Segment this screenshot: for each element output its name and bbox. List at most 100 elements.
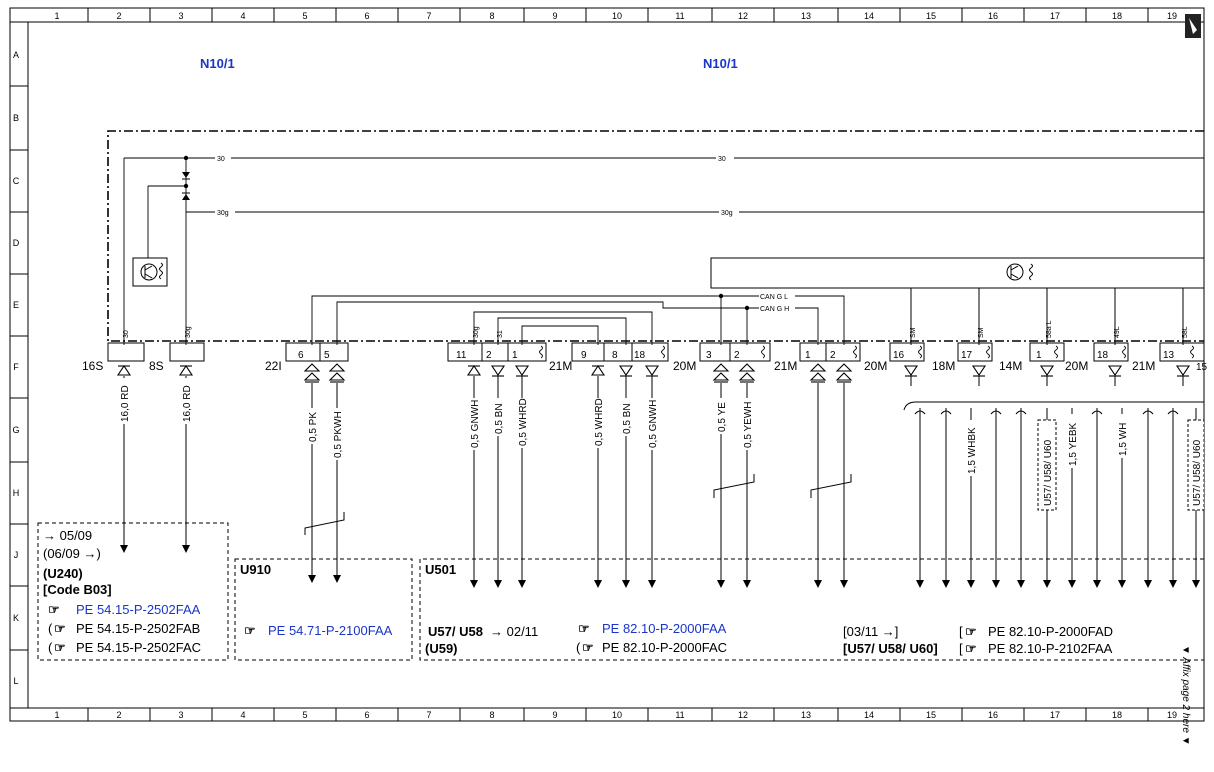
internal-bus [123, 157, 1204, 345]
col-label: 1 [54, 11, 59, 21]
note-line: [U57/ U58/ U60] [843, 641, 938, 656]
col-label: 17 [1050, 710, 1060, 720]
note-line: (U240) [43, 566, 83, 581]
col-label: 17 [1050, 11, 1060, 21]
bus-label-30: 30 [217, 156, 225, 163]
col-label: 11 [675, 11, 684, 21]
connector-names: 16S 8S 22I 21M 20M 21M 20M 18M 14M 20M 2… [82, 359, 1155, 373]
hand-icon: ☞ [965, 624, 977, 639]
row-labels: A B C D E F G H J K L [12, 50, 19, 686]
note-title: U501 [425, 562, 456, 577]
wire-label: 16,0 RD [182, 385, 193, 422]
col-label: 10 [612, 710, 622, 720]
ref-link[interactable]: PE 82.10-P-2102FAA [988, 641, 1113, 656]
ref-link[interactable]: PE 54.71-P-2100FAA [268, 623, 393, 638]
note-left: → 05/09 (06/09 →) (U240) [Code B03] ☞ PE… [43, 528, 201, 655]
connector-dividers [319, 343, 827, 361]
diode-icon [182, 172, 190, 200]
bus-label-can-l: CAN G L [760, 294, 788, 301]
col-label: 18 [1112, 710, 1122, 720]
ref-link[interactable]: PE 54.15-P-2502FAA [76, 602, 201, 617]
variant-tag: U57/ U58/ U60 [1043, 439, 1054, 506]
col-label: 16 [988, 11, 998, 21]
col-label: 5 [302, 710, 307, 720]
col-label: 4 [240, 710, 245, 720]
connector-label: 22I [265, 359, 282, 373]
hand-icon: ☞ [582, 640, 594, 655]
pin-signal: 30 [123, 330, 130, 338]
bus-label-30: 30 [718, 156, 726, 163]
resistor-icons [539, 345, 1194, 359]
col-label: 1 [54, 710, 59, 720]
hand-icon: ☞ [965, 641, 977, 656]
col-label: 18 [1112, 11, 1122, 21]
note-line: (06/09 →) [43, 546, 101, 561]
note-line: [03/11 →] [843, 624, 898, 639]
ref-link[interactable]: PE 54.15-P-2502FAC [76, 640, 201, 655]
note-line: → 05/09 [43, 528, 92, 543]
col-label: 14 [864, 11, 874, 21]
column-ticks [87, 8, 1149, 721]
bus-label-can-h: CAN G H [760, 306, 789, 313]
row-label: F [13, 362, 19, 372]
bus-junction [183, 183, 189, 189]
row-label: K [13, 613, 19, 623]
connector-label: 20M [1065, 359, 1088, 373]
row-ticks [10, 85, 28, 651]
connector-label: 14M [999, 359, 1022, 373]
component-label-n10-1: N10/1 [200, 56, 235, 71]
connector-label: 8S [149, 359, 164, 373]
pin-number: 11 [456, 350, 467, 361]
col-label: 13 [801, 11, 811, 21]
connector-label: 21M [774, 359, 797, 373]
pin-number: 13 [1163, 350, 1175, 361]
col-label: 4 [240, 11, 245, 21]
wire-label: 0,5 PKWH [333, 411, 344, 458]
hand-icon: ☞ [244, 623, 256, 638]
connector-label: 21M [549, 359, 572, 373]
row-label: J [14, 550, 19, 560]
wire-label: 0,5 GNWH [648, 400, 659, 448]
pin-number: 1 [512, 350, 518, 361]
wire-label: 0,5 BN [622, 403, 633, 434]
pin-number: 3 [706, 350, 712, 361]
pin-signal-labels: 30 30g 30g 31 SM SM 58a L 49L 58L [123, 320, 1189, 338]
ref-link[interactable]: PE 54.15-P-2502FAB [76, 621, 200, 636]
wire-label: 0,5 YE [717, 402, 728, 432]
bus-label-30g: 30g [721, 210, 733, 217]
wire-label: 0,5 PK [308, 412, 319, 442]
ref-link[interactable]: PE 82.10-P-2000FAA [602, 621, 727, 636]
connector-label: 21M [1132, 359, 1155, 373]
wire-label: 1,5 WH [1118, 423, 1129, 456]
row-label: H [13, 488, 20, 498]
wire-label: 0,5 YEWH [743, 402, 754, 449]
bracket: [ [959, 624, 963, 639]
ref-link[interactable]: PE 82.10-P-2000FAD [988, 624, 1113, 639]
row-label: A [13, 50, 19, 60]
wire-ticks [914, 410, 1179, 415]
row-label: E [13, 300, 19, 310]
pin-number: 16 [893, 350, 905, 361]
wire-label: 1,5 WHBK [967, 427, 978, 474]
ref-link[interactable]: PE 82.10-P-2000FAC [602, 640, 727, 655]
col-label: 3 [178, 11, 183, 21]
col-label: 11 [675, 710, 684, 720]
transistor-icon [132, 257, 168, 287]
col-label: 7 [426, 11, 431, 21]
bus-junction [183, 155, 189, 161]
wire-label: 0,5 WHRD [518, 398, 529, 446]
pin-number: 2 [830, 350, 836, 361]
col-label: 2 [116, 11, 121, 21]
module-boundary [107, 130, 1204, 342]
component-label-n10-1: N10/1 [703, 56, 738, 71]
bracket: ( [576, 640, 581, 655]
col-label: 16 [988, 710, 998, 720]
wire-label: 0,5 WHRD [594, 398, 605, 446]
note-line: [Code B03] [43, 582, 112, 597]
page-link-icon[interactable] [1185, 14, 1201, 38]
pin-number: 18 [1097, 350, 1109, 361]
wire-label: 16,0 RD [120, 385, 131, 422]
bus-junction [718, 293, 724, 299]
col-label: 2 [116, 710, 121, 720]
